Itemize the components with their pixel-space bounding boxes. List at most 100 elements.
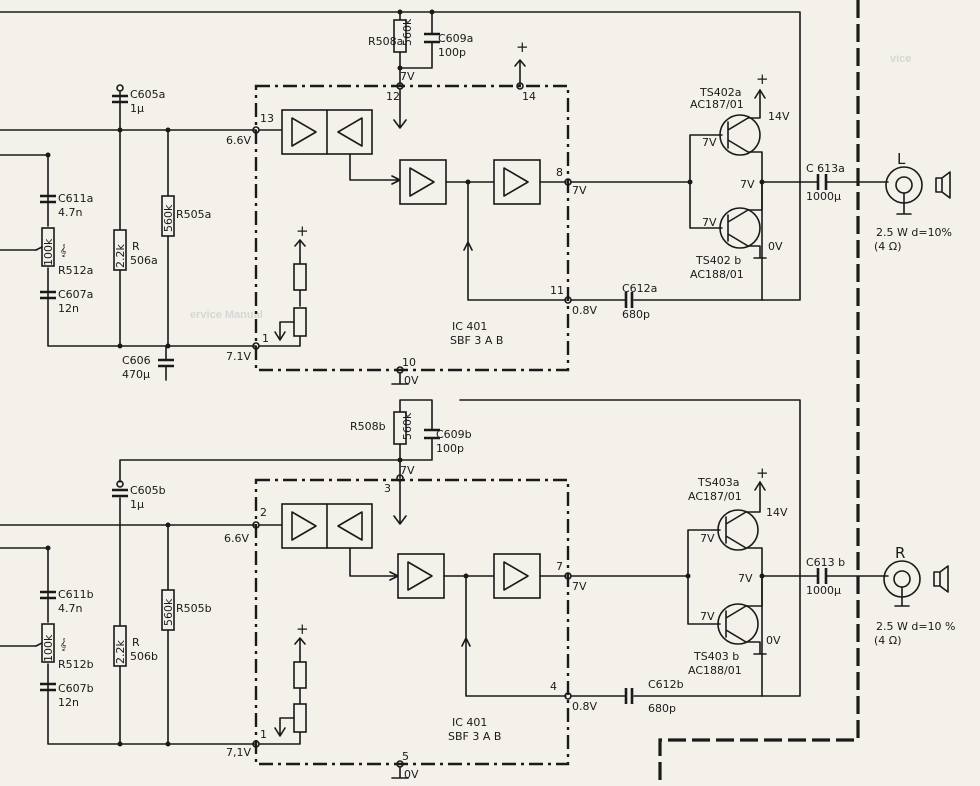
c606-label: C606: [122, 354, 151, 367]
r512b-value: 100k: [42, 634, 55, 662]
speaker-l-label: L: [897, 150, 906, 168]
ts403b-transistor: [717, 603, 759, 645]
r505b-label: R505b: [176, 602, 212, 615]
pin1-top: 1: [262, 332, 269, 345]
r512b-label: R512b: [58, 658, 94, 671]
power-block-top: [493, 159, 541, 205]
v0-bottom: 0V: [404, 768, 419, 781]
c605a-label: C605a: [130, 88, 165, 101]
r506a-value: 2.2k: [114, 244, 127, 268]
vts3-top: 7V: [702, 216, 717, 229]
v7-out-bottom: 7V: [572, 580, 587, 593]
watermark-text: ervice Manual: [190, 309, 263, 321]
ts402a-label: TS402a: [699, 86, 741, 99]
speaker-l-spec: 2.5 W d=10%: [876, 226, 952, 239]
speaker-l-ohm: (4 Ω): [874, 240, 901, 253]
supply-plus-14: +: [516, 38, 529, 56]
c605b-label: C605b: [130, 484, 166, 497]
r506b-label: R: [132, 636, 140, 649]
supply-plus-ts-top: +: [756, 70, 769, 88]
pin10-label: 10: [402, 356, 416, 369]
watermark-corner: vice: [890, 53, 911, 65]
pin14-label: 14: [522, 90, 536, 103]
c611b-label: C611b: [58, 588, 94, 601]
int-resistor-1: [293, 263, 307, 291]
r505a-value: 560k: [162, 204, 175, 232]
c612a-capacitor: [624, 292, 634, 308]
pin5-label: 5: [402, 750, 409, 763]
treble-clef-icon-b: 𝄞: [60, 638, 67, 651]
module-border: [658, 0, 860, 786]
pin12-label: 12: [386, 90, 400, 103]
driver-block-bottom: [397, 553, 445, 599]
c612b-capacitor: [624, 688, 634, 704]
r512a-value: 100k: [42, 238, 55, 266]
pin4-label: 4: [550, 680, 557, 693]
v7-top-bottom: 7V: [400, 464, 415, 477]
v0-top: 0V: [404, 374, 419, 387]
pin1-bottom: 1: [260, 728, 267, 741]
pin3-label: 3: [384, 482, 391, 495]
channel-bottom: R508b 560k C609b 100p 7V 3 C605b 1µ C611…: [0, 399, 956, 781]
c605b-value: 1µ: [130, 498, 144, 511]
c611b-value: 4.7n: [58, 602, 82, 615]
ts402a-type: AC187/01: [690, 98, 744, 111]
c609b-value: 100p: [436, 442, 464, 455]
ic-outline-bottom: [254, 478, 570, 766]
c612a-label: C612a: [622, 282, 657, 295]
v14-bottom: 14V: [766, 506, 788, 519]
c613a-label: C 613a: [806, 162, 845, 175]
c612b-value: 680p: [648, 702, 676, 715]
r505b-resistor: [161, 589, 175, 631]
vts1-bottom: 7V: [700, 532, 715, 545]
supply-plus-ts-bottom: +: [756, 464, 769, 482]
vts3-bottom: 7V: [700, 610, 715, 623]
c607b-value: 12n: [58, 696, 79, 709]
ic401-top-type: SBF 3 A B: [450, 334, 503, 347]
c605b-capacitor: [112, 488, 128, 498]
r508a-label: R508a: [368, 35, 403, 48]
r512a-label: R512a: [58, 264, 93, 277]
v7-top-label: 7V: [400, 70, 415, 83]
ts403a-label: TS403a: [697, 476, 739, 489]
v71-top: 7.1V: [226, 350, 251, 363]
c613b-value: 1000µ: [806, 584, 841, 597]
pin8-label: 8: [556, 166, 563, 179]
vtsb0-bottom: 0V: [766, 634, 781, 647]
r506b-label2: 506b: [130, 650, 158, 663]
r506a-label2: 506a: [130, 254, 158, 267]
r506a-label: R: [132, 240, 140, 253]
c613b-label: C613 b: [806, 556, 845, 569]
ts402b-transistor: [719, 207, 761, 249]
c612a-value: 680p: [622, 308, 650, 321]
supply-plus-int: +: [296, 222, 309, 240]
c607b-capacitor: [40, 682, 56, 692]
ts402a-transistor: [719, 114, 761, 156]
r506b-resistor: [113, 625, 127, 667]
v66-bottom: 6.6V: [224, 532, 249, 545]
r505b-value: 560k: [162, 598, 175, 626]
c611b-capacitor: [40, 590, 56, 600]
c609b-capacitor: [424, 428, 440, 440]
ts403b-label: TS403 b: [693, 650, 739, 663]
int-resistor-1b: [293, 661, 307, 689]
r508b-value: 560k: [401, 412, 414, 440]
ic401-top-label: IC 401: [452, 320, 487, 333]
v71-bottom: 7,1V: [226, 746, 251, 759]
vtsb0-top: 0V: [768, 240, 783, 253]
ic401-bottom-label: IC 401: [452, 716, 487, 729]
int-resistor-2b: [293, 703, 307, 733]
ts402b-label: TS402 b: [695, 254, 741, 267]
r506b-value: 2.2k: [114, 640, 127, 664]
vts1-top: 7V: [702, 136, 717, 149]
ic401-bottom-type: SBF 3 A B: [448, 730, 501, 743]
ts402b-type: AC188/01: [690, 268, 744, 281]
c611a-capacitor: [40, 194, 56, 204]
r508a-resistor: [393, 19, 407, 53]
ts403a-transistor: [717, 509, 759, 551]
channel-top: R508a 560k C609a 100p 7V 12 14 + C605a 1…: [0, 9, 952, 387]
c609a-capacitor: [424, 32, 440, 44]
c606-capacitor: [158, 358, 174, 368]
r505a-resistor: [161, 195, 175, 237]
